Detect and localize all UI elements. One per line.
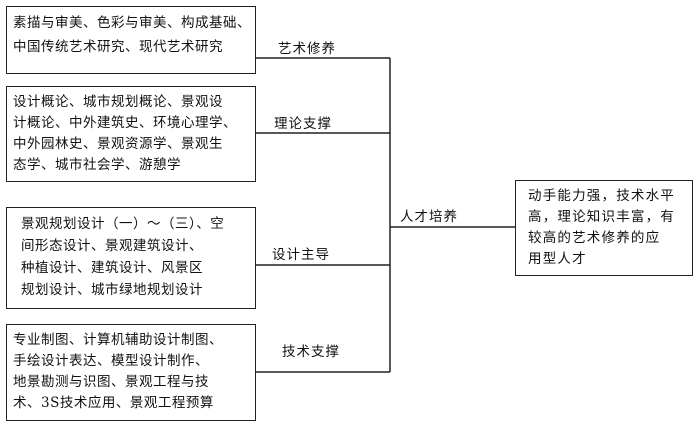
box-line: 较高的艺术修养的应 (528, 230, 661, 246)
label-art: 艺术修养 (278, 41, 336, 57)
label-tech: 技术支撑 (282, 344, 340, 360)
box-line: 地景勘测与识图、景观工程与技 (13, 374, 209, 390)
box-theory-courses: 设计概论、城市规划概论、景观设 计概论、中外建筑史、环境心理学、 中外园林史、景… (6, 86, 256, 182)
box-line: 景观规划设计（一）～（三）、空 (21, 216, 225, 232)
box-line: 设计概论、城市规划概论、景观设 (13, 94, 223, 110)
box-line: 动手能力强，技术水平 (528, 188, 675, 204)
box-line: 中国传统艺术研究、现代艺术研究 (13, 39, 223, 55)
box-line: 术、3S技术应用、景观工程预算 (13, 395, 214, 411)
box-line: 素描与审美、色彩与审美、构成基础、 (13, 15, 251, 31)
label-theory: 理论支撑 (274, 116, 332, 132)
box-art-courses: 素描与审美、色彩与审美、构成基础、 中国传统艺术研究、现代艺术研究 (6, 6, 256, 74)
box-result: 动手能力强，技术水平 高，理论知识丰富，有 较高的艺术修养的应 用型人才 (515, 180, 693, 276)
label-talent: 人才培养 (400, 209, 458, 225)
box-line: 中外园林史、景观资源学、景观生 (13, 136, 223, 152)
box-tech-courses: 专业制图、计算机辅助设计制图、 手绘设计表达、模型设计制作、 地景勘测与识图、景… (6, 324, 256, 421)
box-line: 高，理论知识丰富，有 (528, 209, 675, 225)
box-line: 态学、城市社会学、游憩学 (13, 157, 181, 173)
box-line: 种植设计、建筑设计、风景区 (21, 260, 203, 276)
box-line: 专业制图、计算机辅助设计制图、 (13, 332, 223, 348)
label-design: 设计主导 (272, 247, 330, 263)
box-line: 计概论、中外建筑史、环境心理学、 (13, 115, 237, 131)
box-design-courses: 景观规划设计（一）～（三）、空 间形态设计、景观建筑设计、 种植设计、建筑设计、… (6, 207, 256, 309)
box-line: 规划设计、城市绿地规划设计 (21, 282, 203, 298)
box-line: 间形态设计、景观建筑设计、 (21, 238, 203, 254)
box-line: 手绘设计表达、模型设计制作、 (13, 353, 209, 369)
box-line: 用型人才 (528, 251, 587, 267)
